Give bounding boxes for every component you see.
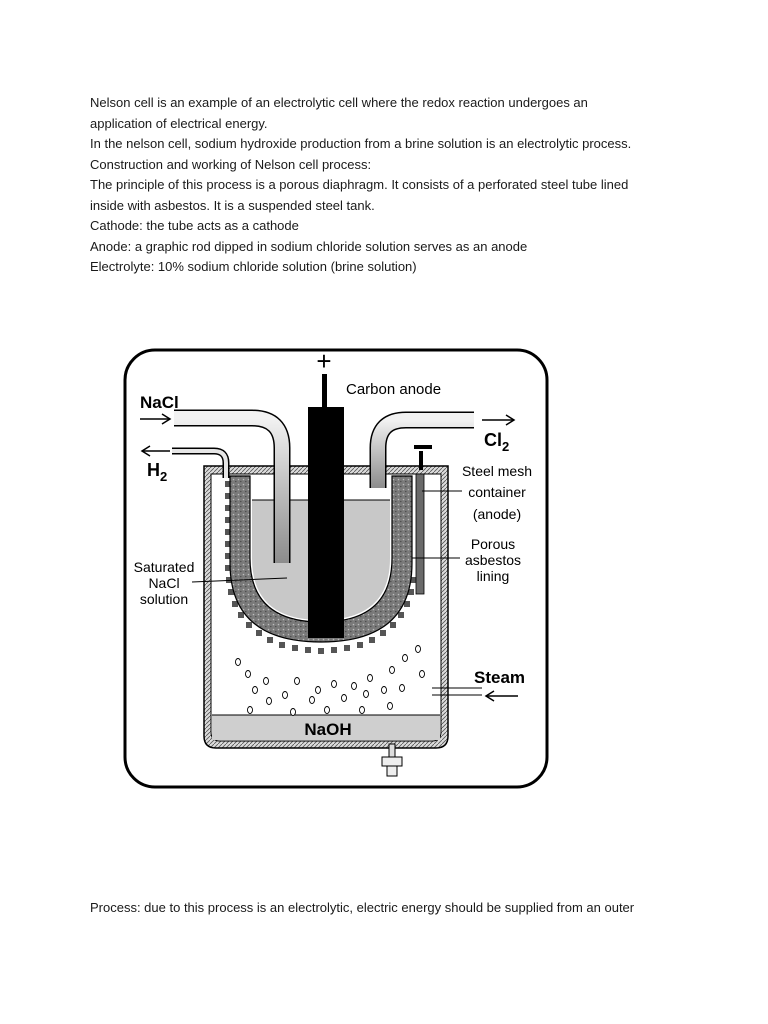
paragraph-line: Anode: a graphic rod dipped in sodium ch… bbox=[90, 238, 528, 254]
carbon-anode-label: Carbon anode bbox=[346, 381, 441, 398]
naoh-label: NaOH bbox=[304, 720, 351, 739]
saturated-label-3: solution bbox=[140, 591, 188, 607]
paragraph-line: Cathode: the tube acts as a cathode bbox=[90, 218, 299, 233]
h2-label: H2 bbox=[147, 460, 167, 484]
porous-label-1: Porous bbox=[471, 536, 515, 552]
paragraph-line: Nelson cell is an example of an electrol… bbox=[90, 95, 588, 110]
steel-mesh-container bbox=[415, 473, 425, 595]
steam-label: Steam bbox=[474, 668, 525, 687]
saturated-label-2: NaCl bbox=[148, 575, 179, 591]
paragraph-line: inside with asbestos. It is a suspended … bbox=[90, 197, 375, 213]
saturated-label-1: Saturated bbox=[134, 559, 195, 575]
nelson-cell-figure: + Carbon anode NaCl H2 Cl2 Steel mesh co… bbox=[122, 348, 550, 790]
steam-droplets bbox=[235, 645, 425, 716]
steel-mesh-label-2: container bbox=[468, 484, 526, 500]
cl2-label: Cl2 bbox=[484, 430, 509, 454]
drain-tap bbox=[388, 743, 396, 759]
porous-label-2: asbestos bbox=[465, 552, 521, 568]
steel-mesh-label-3: (anode) bbox=[473, 506, 521, 522]
footer-paragraph: Process: due to this process is an elect… bbox=[90, 900, 635, 915]
nelson-cell-diagram: + Carbon anode NaCl H2 Cl2 Steel mesh co… bbox=[123, 348, 549, 789]
paragraph-line: application of electrical energy. bbox=[90, 115, 268, 131]
cathode-terminal bbox=[414, 445, 432, 449]
paragraph-line: The principle of this process is a porou… bbox=[90, 177, 629, 192]
asbestos-teeth bbox=[225, 481, 416, 654]
paragraph-line: Electrolyte: 10% sodium chloride solutio… bbox=[90, 259, 417, 274]
nacl-label: NaCl bbox=[140, 393, 179, 412]
steel-mesh-label-1: Steel mesh bbox=[462, 463, 532, 479]
paragraph-line: In the nelson cell, sodium hydroxide pro… bbox=[90, 136, 632, 151]
naoh-liquid bbox=[212, 715, 440, 740]
asbestos-lining bbox=[229, 475, 413, 643]
paragraph-line: Construction and working of Nelson cell … bbox=[90, 156, 372, 172]
leader-lines bbox=[191, 490, 482, 696]
flow-arrows bbox=[140, 413, 518, 702]
carbon-anode-rod bbox=[308, 407, 344, 638]
anode-terminal bbox=[322, 374, 327, 408]
porous-label-3: lining bbox=[477, 568, 510, 584]
plus-sign: + bbox=[316, 348, 331, 376]
document-body: Nelson cell is an example of an electrol… bbox=[90, 93, 690, 278]
